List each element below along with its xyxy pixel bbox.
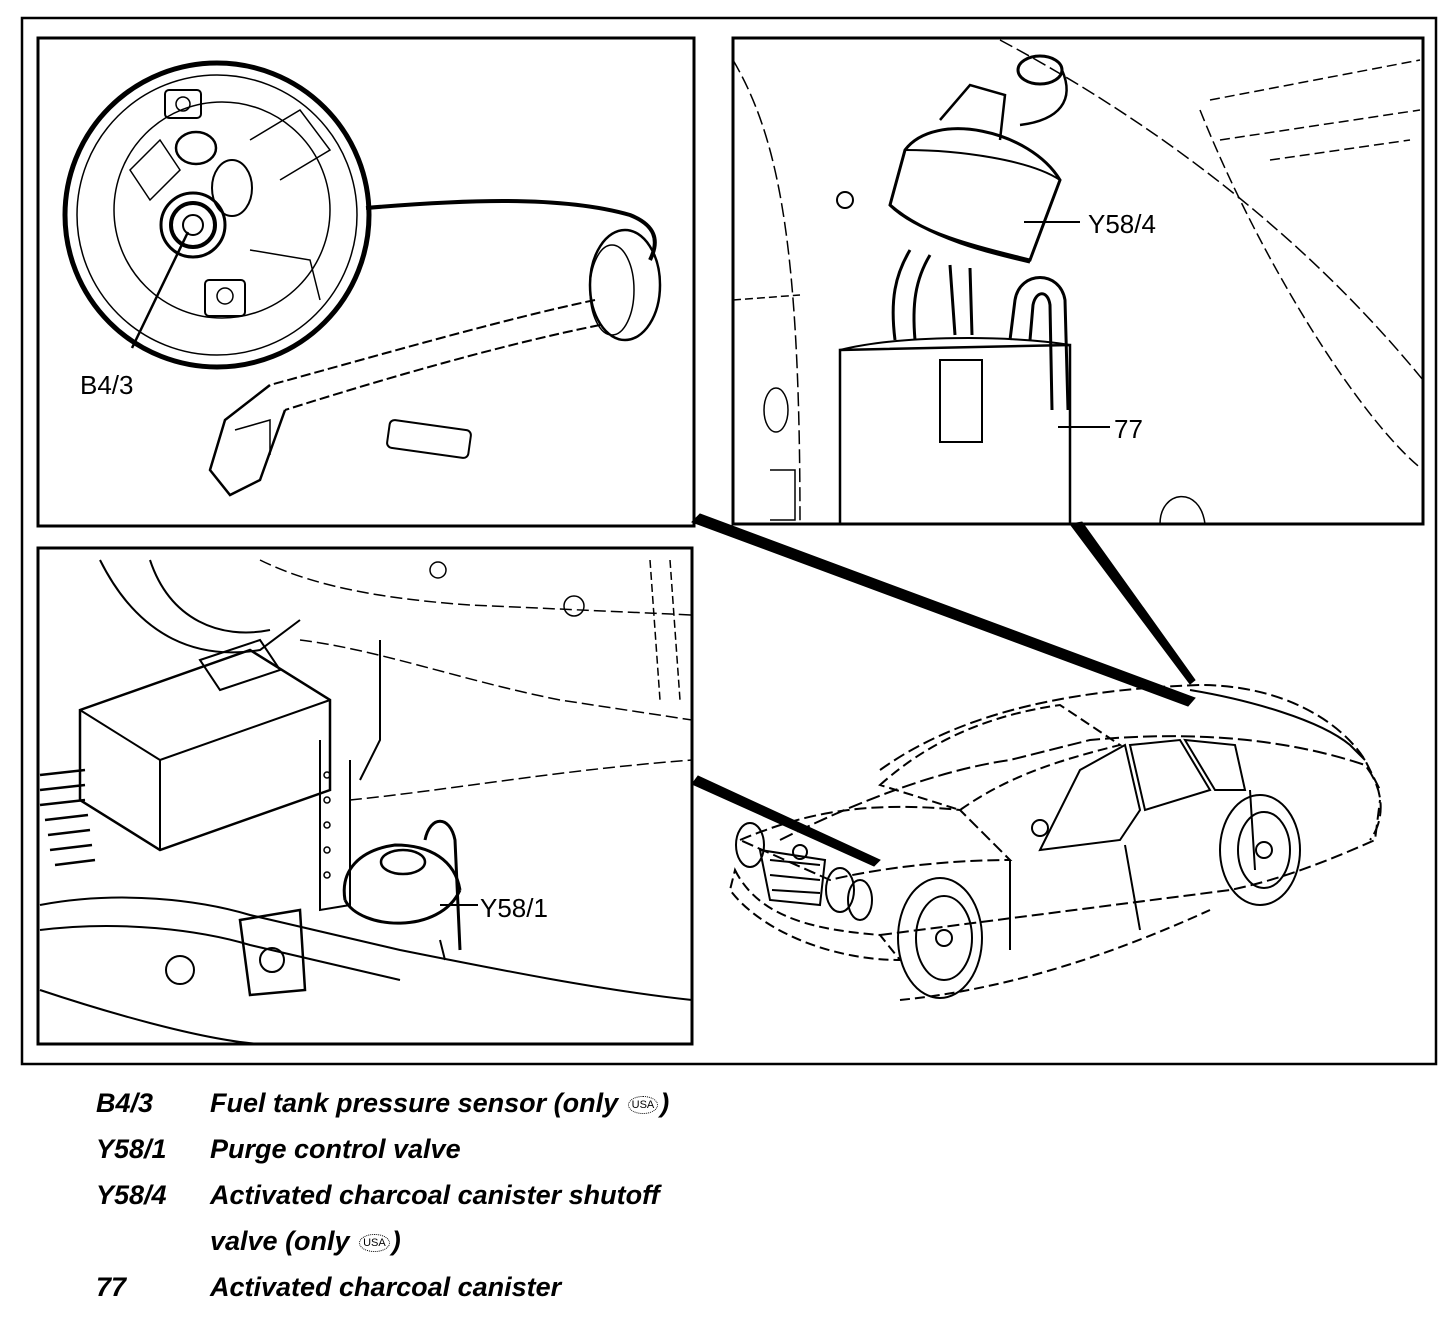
legend: B4/3 Fuel tank pressure sensor (only USA…	[96, 1088, 1396, 1318]
panel-charcoal-canister: Y58/4 77	[731, 36, 1425, 526]
legend-code: 77	[96, 1272, 127, 1302]
component-location-diagram: B4/3	[20, 16, 1438, 1066]
callout-77: 77	[1114, 414, 1143, 444]
callout-y58-4: Y58/4	[1088, 209, 1156, 239]
vehicle-overview	[728, 683, 1382, 1001]
front-wheel-icon	[897, 877, 983, 999]
legend-code: B4/3	[96, 1088, 154, 1118]
legend-text: Activated charcoal canister shutoff	[210, 1180, 660, 1210]
purge-control-valve-icon	[342, 819, 462, 961]
rear-wheel-icon	[1219, 794, 1301, 906]
legend-code: Y58/4	[96, 1180, 167, 1210]
legend-row-77: 77 Activated charcoal canister	[96, 1272, 1396, 1318]
legend-row-y58-1: Y58/1 Purge control valve	[96, 1134, 1396, 1180]
usa-version-icon: USA	[359, 1233, 390, 1252]
outer-frame	[20, 16, 1438, 1066]
legend-row-b4-3: B4/3 Fuel tank pressure sensor (only USA…	[96, 1088, 1396, 1134]
legend-code: Y58/1	[96, 1134, 167, 1164]
fuel-tank-pressure-sensor-icon	[159, 191, 227, 259]
callout-b4-3: B4/3	[80, 370, 134, 400]
panel-engine-compartment: Y58/1	[36, 546, 694, 1046]
legend-text: valve (only USA)	[210, 1226, 401, 1256]
panel-fuel-tank-sensor: B4/3	[36, 36, 696, 528]
legend-text: Activated charcoal canister	[210, 1272, 562, 1302]
legend-text: Fuel tank pressure sensor (only USA)	[210, 1088, 670, 1118]
callout-y58-1: Y58/1	[480, 893, 548, 923]
legend-text: Purge control valve	[210, 1134, 461, 1164]
legend-row-y58-4: Y58/4 Activated charcoal canister shutof…	[96, 1180, 1396, 1226]
shutoff-valve-icon	[888, 54, 1068, 264]
usa-version-icon: USA	[627, 1095, 659, 1114]
legend-row-y58-4-continued: valve (only USA)	[96, 1226, 1396, 1272]
activated-charcoal-canister-icon	[838, 337, 1072, 524]
pointer-lines	[691, 513, 1196, 867]
